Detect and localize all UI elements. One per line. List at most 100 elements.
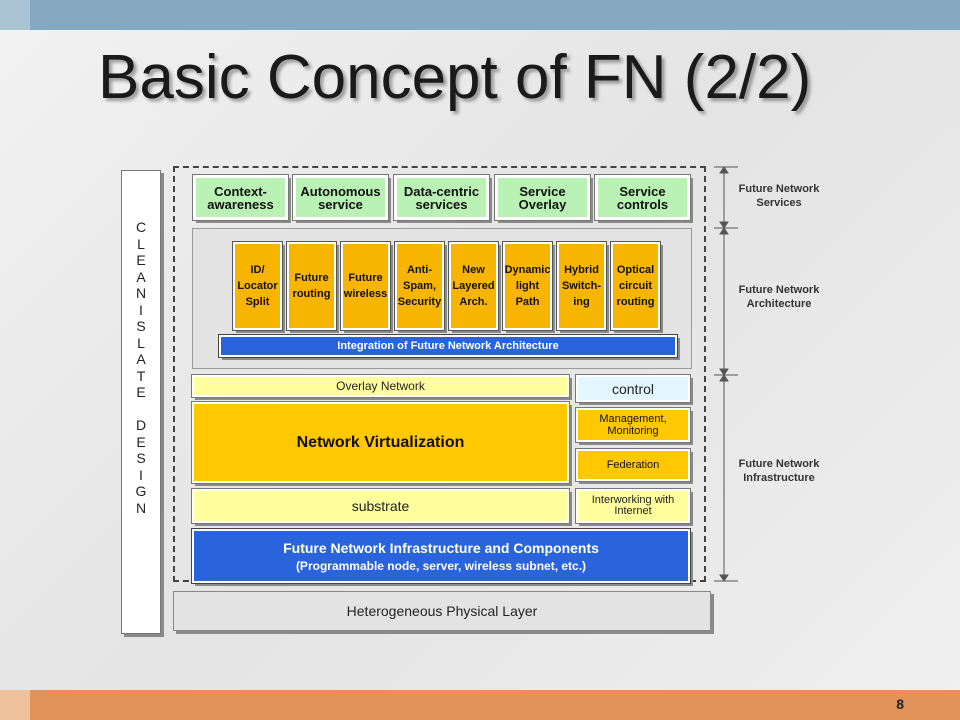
arch-line: Split (245, 296, 270, 308)
network-virtualization-box: Network Virtualization (191, 401, 570, 484)
page-number: 8 (896, 696, 904, 712)
service-line: Service (619, 183, 666, 199)
management-line: Management, (599, 413, 667, 425)
substrate-label: substrate (351, 498, 410, 514)
arrowhead (719, 374, 729, 382)
service-line: Overlay (518, 196, 567, 212)
right-label-line: Infrastructure (743, 472, 815, 484)
integration-bar: Integration of Future Network Architectu… (218, 334, 678, 358)
arch-line: circuit (618, 280, 652, 292)
arch-line: Spam, (402, 280, 436, 292)
side-letter: E (136, 252, 146, 268)
arch-line: Anti- (406, 264, 433, 276)
arch-line: Future (294, 272, 329, 284)
arch-line: Dynamic (504, 264, 551, 276)
arch-line: Locator (237, 280, 278, 292)
arch-line: Future (348, 272, 383, 284)
arch-line: routing (616, 296, 655, 308)
side-letter: N (135, 285, 147, 301)
side-letter: D (135, 417, 147, 433)
arrowhead (719, 227, 729, 235)
layer-brackets (714, 166, 738, 582)
federation-label: Federation (606, 459, 660, 471)
service-line: Autonomous (300, 183, 381, 199)
arch-line: Layered (452, 280, 495, 292)
arch-line: Optical (616, 264, 655, 276)
physical-layer-label: Heterogeneous Physical Layer (346, 603, 538, 619)
arch-line: ing (573, 296, 590, 308)
service-line: services (415, 196, 468, 212)
top-accent-stub (0, 0, 30, 30)
arrowhead (719, 221, 729, 229)
components-subtitle: (Programmable node, server, wireless sub… (295, 558, 587, 573)
arch-line: light (515, 280, 540, 292)
federation-box: Federation (575, 448, 691, 482)
side-letter: A (136, 268, 146, 285)
service-box: Context-awareness (192, 174, 289, 221)
right-label-line: Architecture (746, 298, 812, 310)
side-letter: T (136, 367, 146, 384)
right-label-line: Future Network (738, 183, 820, 195)
right-label-line: Future Network (738, 284, 820, 296)
side-letter: N (135, 499, 147, 516)
side-letter: L (137, 334, 145, 351)
overlay-network-label: Overlay Network (336, 379, 425, 393)
arch-line: Security (397, 296, 442, 308)
service-line: controls (616, 196, 669, 212)
arch-line: Switch- (561, 280, 602, 292)
side-letter: I (139, 301, 143, 318)
side-letter: E (136, 433, 146, 450)
service-line: awareness (207, 196, 274, 212)
management-line: Monitoring (607, 425, 659, 437)
service-line: Data-centric (403, 183, 480, 199)
arch-line: Arch. (459, 296, 488, 308)
side-letter: L (137, 235, 145, 252)
right-label-line: Services (756, 197, 802, 209)
management-box: Management,Monitoring (575, 407, 691, 443)
arch-block: Future wireless (340, 241, 391, 331)
physical-layer-box: Heterogeneous Physical Layer (173, 591, 711, 631)
arch-block: Optical circuit routing (610, 241, 661, 331)
interworking-line: Internet (614, 505, 652, 517)
arch-line: ID/ (250, 264, 265, 276)
side-letter: G (135, 483, 147, 499)
arch-line: New (462, 264, 485, 276)
side-letter: A (136, 351, 146, 367)
side-letter: C (135, 219, 147, 235)
interworking-line: Interworking with (591, 494, 675, 506)
service-line: Service (519, 183, 566, 199)
arrowhead (719, 166, 729, 174)
arrowhead (719, 574, 729, 582)
arch-line: Path (515, 296, 540, 308)
service-line: Context- (214, 183, 267, 199)
control-box: control (575, 374, 691, 403)
bottom-accent-stub (0, 690, 30, 720)
top-accent-bar (0, 0, 960, 30)
integration-label: Integration of Future Network Architectu… (337, 340, 559, 352)
control-label: control (611, 380, 655, 397)
overlay-network-box: Overlay Network (191, 374, 570, 398)
fn-infrastructure-components-box: Future Network Infrastructure and Compon… (191, 528, 691, 584)
service-line: service (318, 196, 363, 212)
arch-line: wireless (343, 288, 388, 300)
substrate-box: substrate (191, 488, 570, 524)
side-letter: I (139, 466, 143, 483)
arrowhead (719, 368, 729, 376)
side-letter: S (136, 450, 146, 466)
arch-line: Hybrid (564, 264, 599, 276)
slide-title: Basic Concept of FN (2/2) (98, 43, 812, 112)
side-letter: S (136, 318, 146, 334)
right-label-line: Future Network (738, 458, 820, 470)
